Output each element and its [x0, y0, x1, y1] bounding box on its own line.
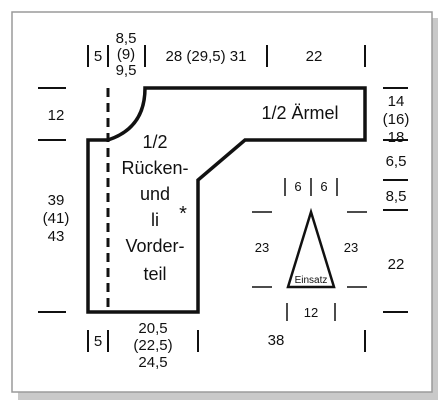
top-width-2-line-1: 8,5 — [116, 30, 137, 47]
top-width-3: 28 (29,5) 31 — [166, 48, 247, 65]
right-height-1-line-2: (16) — [383, 111, 410, 128]
body-label-line-1: 1/2 — [142, 132, 167, 152]
insert-side-left: 23 — [255, 240, 269, 255]
bottom-width-2-line-2: (22,5) — [133, 337, 172, 354]
insert-side-right: 23 — [344, 240, 358, 255]
left-height-2-line-2: (41) — [43, 210, 70, 227]
top-width-2-line-2: (9) — [117, 46, 135, 63]
left-height-1: 12 — [48, 107, 65, 124]
page-frame — [11, 11, 433, 393]
body-label-line-3: und — [140, 184, 170, 204]
insert-triangle — [286, 207, 336, 289]
top-width-2-line-3: 9,5 — [116, 62, 137, 79]
sleeve-label: 1/2 Ärmel — [261, 103, 338, 123]
bottom-width-1: 5 — [94, 333, 102, 350]
bottom-width-3: 38 — [268, 332, 285, 349]
right-height-3: 8,5 — [386, 188, 407, 205]
insert-top-left: 6 — [294, 179, 301, 194]
insert-piece: 6 6 23 23 Einsatz 12 — [252, 178, 367, 321]
insert-bottom: 12 — [304, 305, 318, 320]
right-height-1-line-3: 18 — [388, 129, 405, 146]
body-label-line-5: Vorder- — [125, 236, 184, 256]
left-height-2-line-1: 39 — [48, 192, 65, 209]
insert-top-right: 6 — [320, 179, 327, 194]
body-sleeve-outline — [86, 86, 367, 314]
right-height-1-line-1: 14 — [388, 93, 405, 110]
top-width-1: 5 — [94, 48, 102, 65]
body-label-line-6: teil — [143, 264, 166, 284]
right-height-4: 22 — [388, 256, 405, 273]
left-height-2-line-3: 43 — [48, 228, 65, 245]
insert-label: Einsatz — [295, 275, 328, 286]
bottom-width-2-line-1: 20,5 — [138, 320, 167, 337]
body-label-line-2: Rücken- — [121, 158, 188, 178]
bottom-width-2-line-3: 24,5 — [138, 354, 167, 371]
right-height-2: 6,5 — [386, 153, 407, 170]
top-width-4: 22 — [306, 48, 323, 65]
marker-asterisk: * — [179, 203, 187, 225]
body-label-line-4: li — [151, 210, 159, 230]
